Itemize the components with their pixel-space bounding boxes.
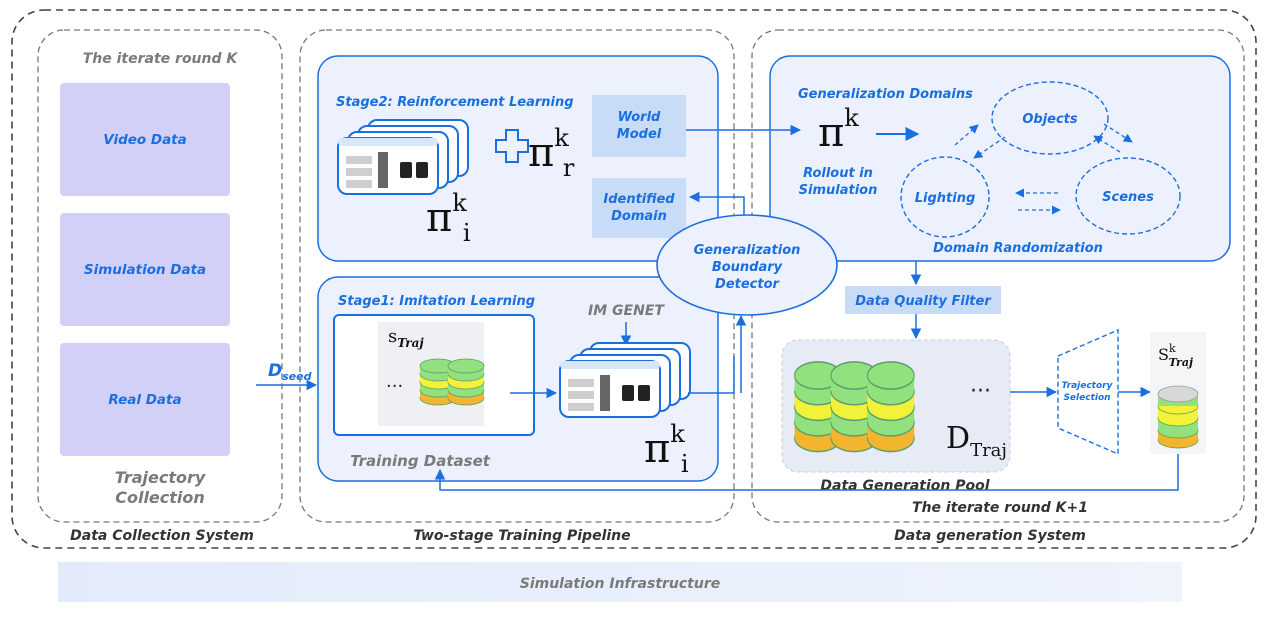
source-video — [60, 83, 230, 196]
outer-system-frame — [11, 9, 1257, 549]
round-k1-label: The iterate round K+1 — [912, 500, 1088, 516]
detector-line1: Generalization — [694, 243, 801, 258]
edge-objects-lighting — [973, 136, 1006, 159]
detector-line3: Detector — [715, 277, 780, 292]
rollout-line2: Simulation — [799, 183, 878, 198]
source-simulation — [60, 213, 230, 326]
data-collection-frame — [37, 29, 283, 523]
policy-to-detector-arrow — [688, 316, 741, 394]
stage1-title: Stage1: Imitation Learning — [338, 294, 535, 309]
simulation-infrastructure-label: Simulation Infrastructure — [520, 576, 721, 592]
identified-domain-line2: Domain — [611, 209, 667, 224]
stage1-network-stack — [559, 342, 691, 418]
generalization-domains-title: Generalization Domains — [798, 87, 973, 102]
source-real-label: Real Data — [108, 392, 181, 408]
stage2-network-stack — [337, 119, 469, 195]
pool-label: Data Generation Pool — [820, 478, 989, 494]
training-db-stack-right — [447, 358, 485, 406]
simulation-infrastructure-bar — [58, 562, 1182, 602]
detector-line2: Boundary — [712, 260, 783, 275]
data-collection-footer: Data Collection System — [70, 528, 254, 544]
edge-objects-scenes — [1103, 123, 1133, 143]
edge-scenes-objects — [1093, 135, 1121, 153]
generalization-panel — [769, 55, 1231, 262]
node-scenes — [1075, 157, 1181, 235]
source-simulation-label: Simulation Data — [84, 262, 206, 278]
world-model-line2: Model — [617, 127, 662, 142]
node-lighting-label: Lighting — [915, 191, 976, 206]
pool-db-stacks — [793, 360, 916, 453]
world-model-line1: World — [618, 110, 661, 125]
world-model-chip — [592, 95, 686, 157]
training-dataset-label: Training Dataset — [350, 452, 491, 470]
domain-randomization-label: Domain Randomization — [933, 241, 1103, 256]
seed-label: Dseed — [268, 361, 312, 383]
training-dots: ··· — [386, 376, 403, 397]
selection-line2: Selection — [1063, 393, 1110, 403]
edge-lighting-objects — [954, 124, 979, 146]
stage2-title: Stage2: Reinforcement Learning — [336, 95, 574, 110]
node-objects-label: Objects — [1022, 112, 1078, 127]
source-video-label: Video Data — [103, 132, 187, 148]
selected-db-stack — [1157, 385, 1199, 449]
pool-dots: ··· — [970, 379, 991, 404]
policy-k: πk — [818, 104, 859, 156]
source-real — [60, 343, 230, 456]
feedback-loop-arrow — [434, 454, 1179, 491]
d-traj-label: DTraj — [946, 421, 1007, 461]
identified-domain-chip — [592, 178, 686, 238]
im-genet-label: IM GENET — [588, 303, 665, 319]
node-scenes-label: Scenes — [1102, 190, 1154, 205]
rollout-line1: Rollout in — [803, 166, 873, 181]
round-k-label: The iterate round K — [83, 51, 239, 67]
training-pipeline-footer: Two-stage Training Pipeline — [413, 528, 630, 544]
trajectory-selection-funnel — [1057, 328, 1119, 456]
identified-domain-line1: Identified — [603, 192, 675, 207]
selection-line1: Trajectory — [1062, 381, 1114, 391]
trajectory-collection-title-2: Collection — [115, 488, 205, 507]
trajectory-collection-title-1: Trajectory — [115, 468, 206, 487]
detector-to-identified-arrow — [688, 191, 745, 215]
data-quality-filter-label: Data Quality Filter — [855, 294, 992, 309]
node-objects — [991, 81, 1109, 155]
s-traj-label: sTraj — [388, 326, 424, 350]
data-quality-filter — [845, 286, 1001, 314]
plus-icon — [495, 129, 529, 163]
data-generation-footer: Data generation System — [894, 528, 1086, 544]
node-lighting — [900, 156, 990, 238]
